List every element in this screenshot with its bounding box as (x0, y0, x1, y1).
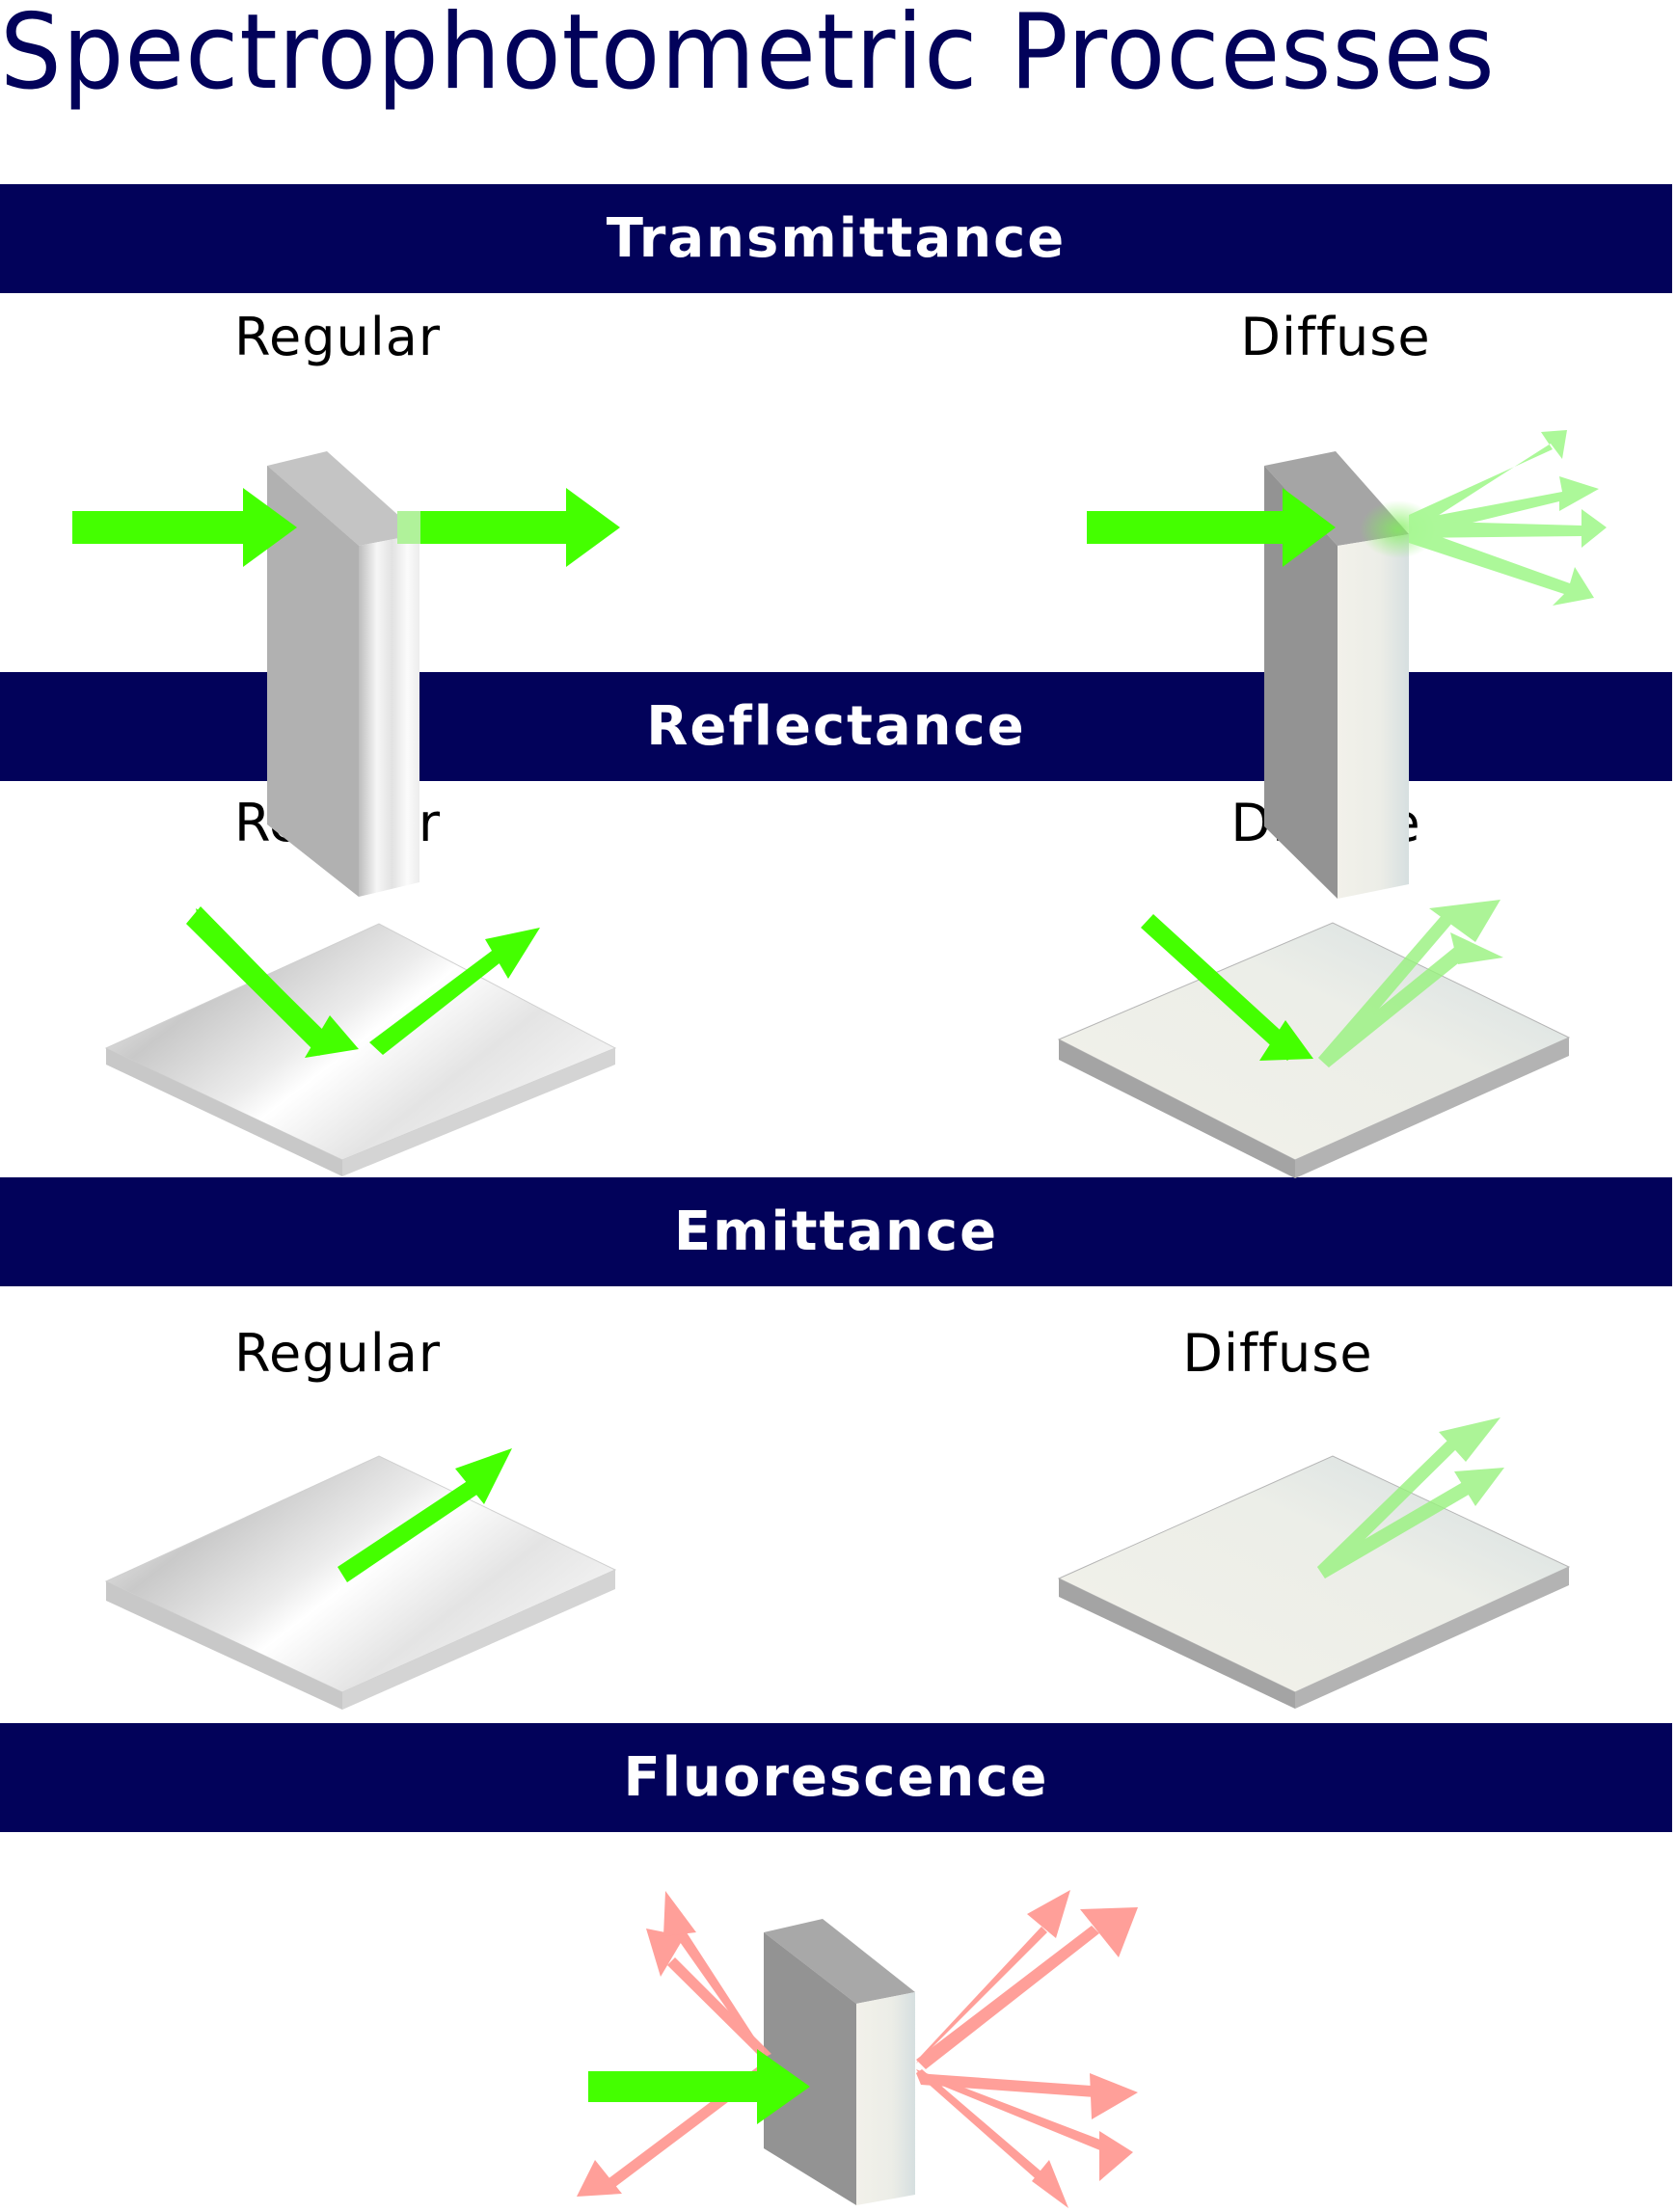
incident-arrow-icon (588, 2049, 810, 2124)
reflectance-regular-diagram (104, 906, 617, 1176)
panel-label-emittance-diffuse: Diffuse (1182, 1323, 1373, 1384)
section-banner-transmittance: Transmittance (0, 184, 1672, 293)
incident-arrow-icon (1087, 488, 1336, 567)
fluorescence-diagram (577, 1890, 1138, 2208)
emitted-arrows-icon (1317, 1417, 1504, 1578)
incident-arrow-icon (186, 906, 359, 1058)
transmittance-diffuse-diagram (1087, 430, 1607, 899)
panel-label-emittance-regular: Regular (233, 1323, 442, 1384)
emittance-regular-diagram (104, 1448, 617, 1710)
transmitted-arrow-icon (397, 488, 620, 567)
panel-label-transmittance-regular: Regular (233, 307, 442, 367)
section-banner-fluorescence: Fluorescence (0, 1723, 1672, 1832)
transmittance-regular-diagram (72, 451, 620, 897)
panel-label-transmittance-diffuse: Diffuse (1240, 307, 1431, 367)
incident-arrow-icon (72, 488, 297, 567)
scattered-arrows-icon (1409, 430, 1607, 606)
fluorescent-arrows-icon (577, 1890, 1138, 2208)
reflected-arrow-icon (369, 928, 540, 1055)
incident-arrow-icon (1141, 914, 1313, 1061)
scattered-arrows-icon (1318, 900, 1503, 1067)
reflectance-diffuse-diagram (1057, 900, 1571, 1178)
emitted-arrow-icon (338, 1448, 512, 1582)
section-banner-emittance: Emittance (0, 1177, 1672, 1286)
emittance-diffuse-diagram (1057, 1417, 1571, 1709)
page-title: Spectrophotometric Processes (0, 0, 1496, 113)
